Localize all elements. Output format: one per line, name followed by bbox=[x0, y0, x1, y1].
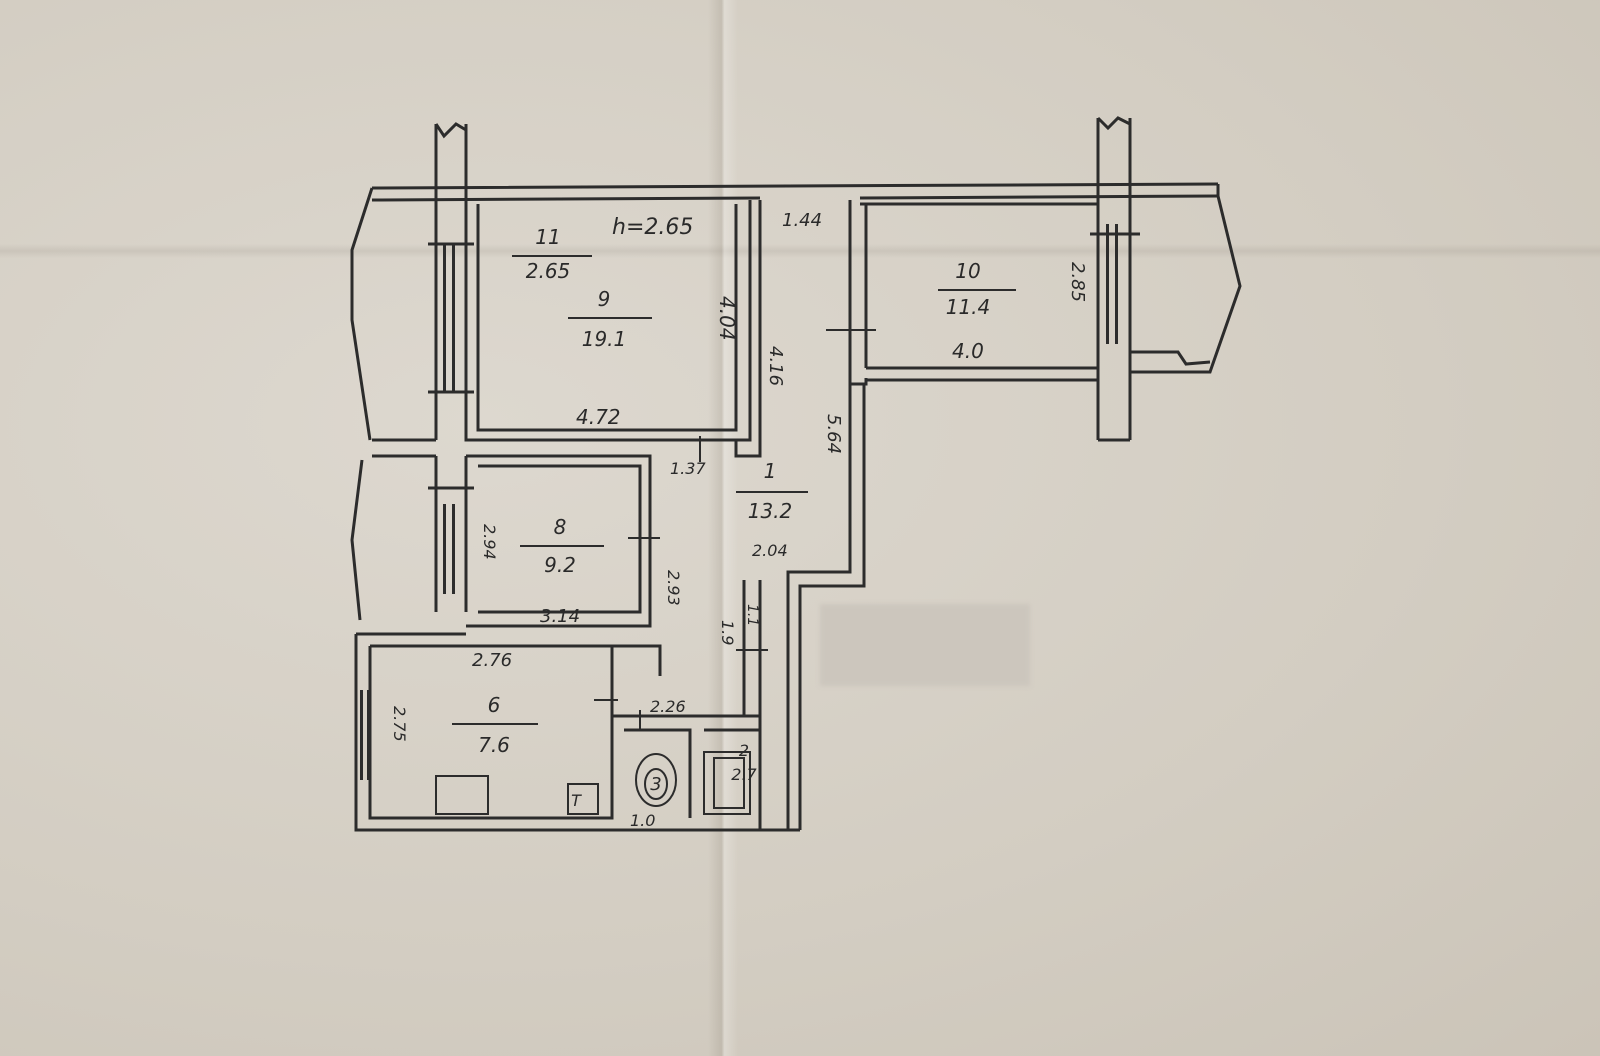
dim-hall-width: 2.04 bbox=[752, 541, 788, 560]
room-number: 11 bbox=[535, 225, 560, 249]
room-number: 9 bbox=[598, 287, 611, 311]
dim-kitchen-width: 2.76 bbox=[472, 650, 512, 671]
dim-bath-width: 2.26 bbox=[650, 697, 686, 716]
dim-room8-width: 3.14 bbox=[540, 606, 580, 627]
room-area: 13.2 bbox=[748, 499, 793, 523]
dim-toilet-width: 1.0 bbox=[630, 811, 655, 830]
dim-closet-depth: 1.9 bbox=[718, 620, 737, 645]
interior-walls bbox=[354, 200, 1098, 832]
room-6-label: 6 7.6 bbox=[452, 693, 538, 757]
dim-room10-width: 4.0 bbox=[952, 339, 984, 363]
room-number: 2 bbox=[739, 741, 749, 760]
dim-room8-right: 2.93 bbox=[664, 570, 683, 606]
ceiling-height: h=2.65 bbox=[612, 215, 693, 240]
dim-room9-depth: 4.04 bbox=[715, 296, 739, 341]
dim-room9-width: 4.72 bbox=[576, 405, 621, 429]
room-area: 2.65 bbox=[526, 259, 571, 283]
room-2-label: 2 2.7 bbox=[731, 741, 757, 784]
dim-door-gap: 1.37 bbox=[670, 459, 706, 478]
dim-room10-depth: 2.85 bbox=[1067, 262, 1088, 302]
windows bbox=[360, 224, 1140, 780]
dim-kitchen-depth: 2.75 bbox=[390, 706, 409, 742]
room-number: 10 bbox=[955, 259, 980, 283]
room-3-label: 3 bbox=[650, 774, 661, 795]
room-9-label: 9 19.1 bbox=[568, 287, 652, 351]
room-area: 2.7 bbox=[731, 765, 757, 784]
door-marks bbox=[594, 329, 876, 730]
room-area: 19.1 bbox=[582, 327, 627, 351]
room-number: 1 bbox=[764, 459, 777, 483]
dim-closet-small: 1.1 bbox=[744, 604, 760, 626]
dim-hall-length: 5.64 bbox=[823, 414, 844, 454]
outer-walls bbox=[350, 116, 1242, 621]
paper-fold-horizontal bbox=[0, 244, 1600, 258]
redaction-patch bbox=[820, 604, 1030, 686]
room-1-label: 1 13.2 bbox=[736, 459, 808, 523]
dim-room8-depth: 2.94 bbox=[480, 524, 499, 560]
room-number: 3 bbox=[650, 774, 661, 795]
room-10-label: 10 11.4 bbox=[938, 259, 1016, 319]
dim-corridor-length: 4.16 bbox=[765, 346, 786, 386]
dim-corridor-width: 1.44 bbox=[782, 210, 822, 231]
room-area: 9.2 bbox=[544, 553, 576, 577]
room-area: 7.6 bbox=[478, 733, 510, 757]
room-8-label: 8 9.2 bbox=[520, 515, 604, 577]
stove-label: T bbox=[571, 791, 582, 810]
room-area: 11.4 bbox=[946, 295, 991, 319]
room-number: 6 bbox=[488, 693, 501, 717]
dimension-labels: 4.72 4.04 1.44 4.16 5.64 4.0 2.85 1.37 3… bbox=[390, 210, 1088, 830]
paper-fold-vertical bbox=[708, 0, 738, 1056]
room-number: 8 bbox=[554, 515, 567, 539]
room-11-label: 11 2.65 bbox=[512, 225, 592, 283]
